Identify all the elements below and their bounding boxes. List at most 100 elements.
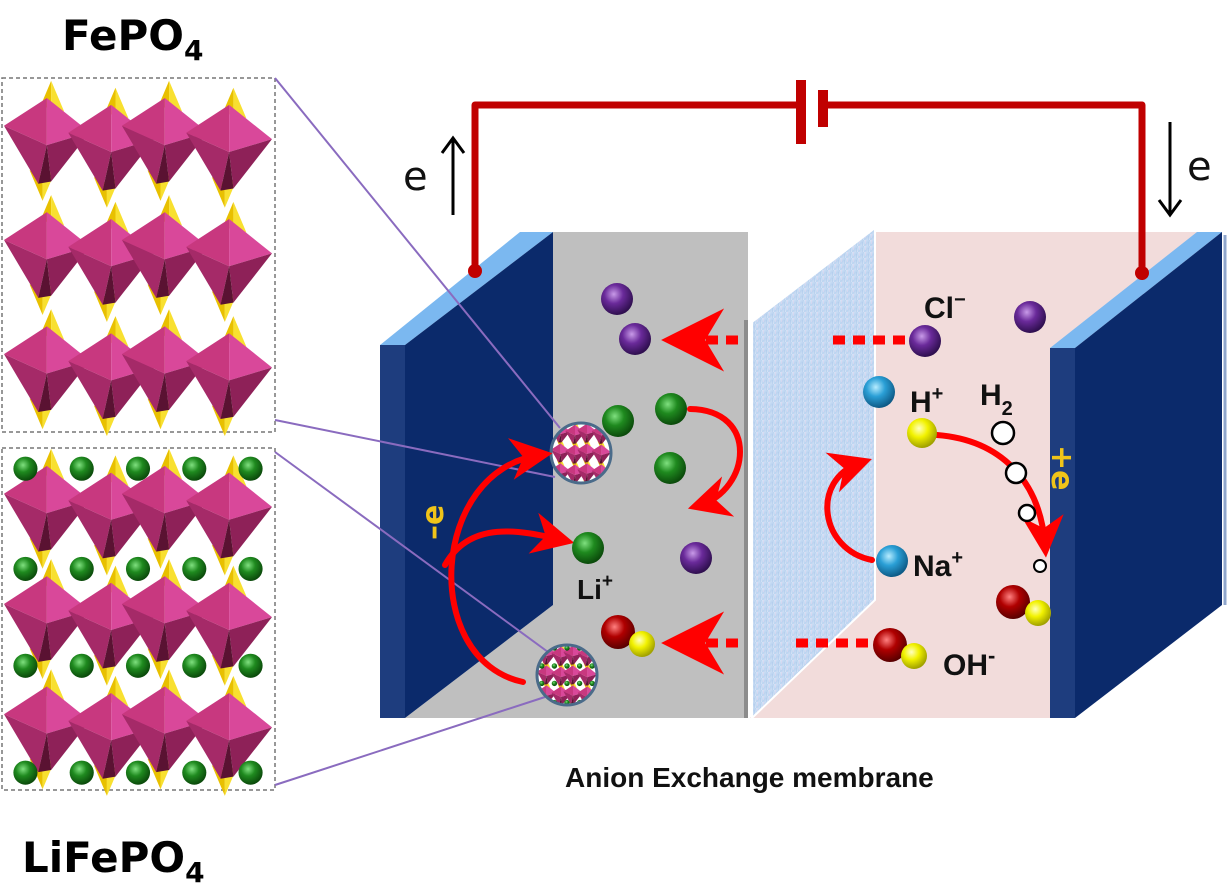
feo6-octahedron — [186, 132, 230, 191]
feo6-octahedron — [68, 693, 112, 741]
hydrogen-label: H2 — [980, 379, 1013, 420]
feo6-octahedron — [156, 513, 170, 552]
h2-bubble — [990, 420, 1016, 446]
po4-tetrahedron — [233, 316, 247, 347]
left-electrode-electron-label: –e — [416, 505, 451, 540]
hydroxide-hydrogen — [901, 643, 927, 669]
feo6-octahedron — [551, 443, 561, 454]
feo6-octahedron — [573, 435, 576, 444]
feo6-octahedron — [229, 219, 272, 267]
feo6-octahedron — [565, 464, 575, 475]
feo6-octahedron — [4, 465, 47, 514]
feo6-octahedron — [551, 672, 561, 686]
feo6-octahedron — [121, 239, 165, 298]
left-terminal — [468, 264, 482, 278]
lithium-atom — [69, 456, 94, 481]
lithium-atom — [564, 680, 570, 687]
lithium-atom — [182, 653, 207, 678]
lithium-atom — [589, 663, 595, 669]
feo6-octahedron — [186, 361, 230, 419]
feo6-octahedron — [563, 691, 573, 705]
feo6-octahedron — [577, 449, 587, 463]
na-migration-arrow — [824, 452, 875, 563]
feo6-octahedron — [68, 720, 112, 779]
feo6-octahedron — [229, 253, 272, 303]
po4-tetrahedron — [588, 682, 592, 690]
po4-tetrahedron — [51, 558, 65, 590]
feo6-octahedron — [229, 333, 272, 381]
feo6-octahedron — [68, 610, 112, 669]
feo6-octahedron — [229, 693, 272, 741]
feo6-octahedron — [102, 519, 116, 559]
sodium-ion — [876, 545, 908, 577]
feo6-octahedron — [558, 453, 562, 463]
chloride-ion — [680, 542, 712, 574]
feo6-octahedron — [229, 617, 272, 667]
feo6-octahedron — [559, 677, 562, 686]
po4-tetrahedron — [169, 669, 183, 700]
right-electrode-electron-label: +e — [1044, 445, 1079, 490]
feo6-octahedron — [4, 97, 47, 146]
feo6-octahedron — [565, 424, 575, 436]
feo6-octahedron — [38, 373, 52, 413]
feo6-octahedron — [563, 685, 573, 696]
feo6-octahedron — [585, 434, 588, 443]
po4-tetrahedron — [115, 675, 129, 707]
feo6-octahedron — [599, 435, 603, 444]
lifepo4-title: LiFePO4 — [22, 833, 205, 889]
lithium-atom — [589, 680, 595, 687]
po4-tetrahedron — [587, 439, 591, 447]
fepo4-structure-panel — [1, 77, 276, 437]
h2-bubble — [1033, 559, 1047, 573]
chloride-ion — [601, 283, 633, 315]
po4-tetrahedron — [233, 675, 247, 707]
po4-tetrahedron — [233, 87, 247, 119]
feo6-octahedron — [156, 145, 170, 184]
feo6-octahedron — [38, 259, 52, 298]
feo6-octahedron — [121, 125, 165, 184]
feo6-octahedron — [220, 519, 234, 559]
external-circuit — [471, 101, 1146, 272]
feo6-octahedron — [577, 443, 587, 454]
hydroxide-hydrogen — [1025, 600, 1051, 626]
lithium-atom — [576, 680, 583, 687]
feo6-octahedron — [601, 444, 611, 456]
feo6-octahedron — [156, 623, 170, 662]
po4-tetrahedron — [169, 194, 183, 226]
feo6-octahedron — [68, 246, 112, 305]
feo6-octahedron — [565, 444, 575, 456]
feo6-octahedron — [551, 449, 561, 463]
feo6-octahedron — [571, 695, 574, 705]
feo6-octahedron — [537, 665, 547, 676]
lithium-atom — [551, 663, 558, 669]
lithium-atom — [539, 680, 545, 687]
proton-label: H+ — [910, 383, 943, 419]
feo6-octahedron — [563, 671, 573, 685]
po4-tetrahedron — [51, 448, 65, 480]
feo6-octahedron — [544, 656, 548, 665]
feo6-octahedron — [68, 582, 112, 630]
feo6-octahedron — [537, 671, 547, 685]
feo6-octahedron — [558, 434, 562, 443]
po4-tetrahedron — [115, 87, 129, 119]
po4-tetrahedron — [51, 80, 65, 112]
po4-tetrahedron — [547, 681, 551, 689]
feo6-octahedron — [577, 469, 587, 483]
lithium-atom — [182, 760, 207, 785]
arrow-down-icon — [1157, 122, 1183, 218]
feo6-octahedron — [186, 610, 230, 669]
feo6-octahedron — [4, 603, 47, 662]
hydroxide-oxygen — [601, 615, 635, 649]
feo6-octahedron — [585, 453, 588, 463]
feo6-octahedron — [4, 125, 47, 184]
lithium-atom — [13, 556, 38, 581]
po4-tetrahedron — [115, 201, 129, 233]
feo6-octahedron — [577, 686, 588, 697]
po4-tetrahedron — [561, 682, 565, 690]
right-electron-label: e — [1187, 144, 1212, 190]
lithium-atom — [13, 653, 38, 678]
feo6-octahedron — [565, 431, 575, 444]
feo6-octahedron — [571, 656, 574, 665]
feo6-octahedron — [4, 714, 47, 773]
feo6-octahedron — [4, 354, 47, 413]
